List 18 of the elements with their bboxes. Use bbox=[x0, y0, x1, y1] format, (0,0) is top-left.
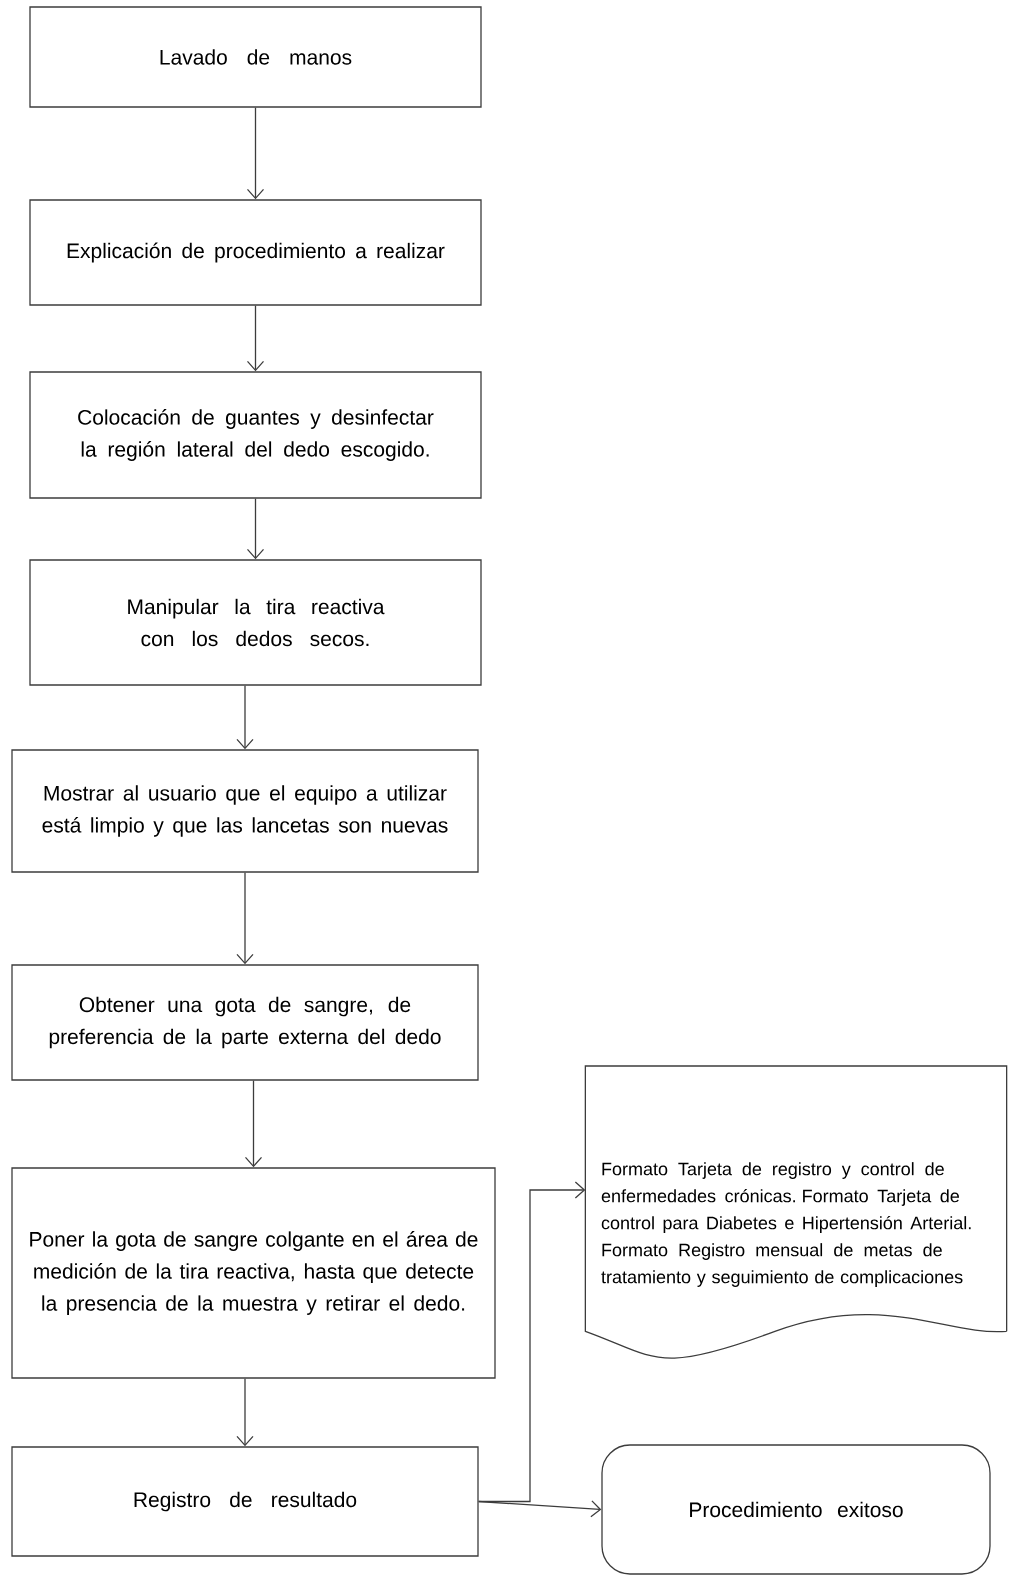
process-box: Colocación de guantes y desinfectar la región lateral del dedo escogido. bbox=[29, 371, 482, 499]
terminal-box: Procedimiento exitoso bbox=[601, 1444, 991, 1575]
process-box: Obtener una gota de sangre, de preferencia de la parte externa del dedo bbox=[11, 964, 479, 1081]
arrow bbox=[478, 1500, 602, 1518]
arrow bbox=[246, 107, 265, 200]
document-shape: Formato Tarjeta de registro y control de enfermedades crónicas. Formato Tarjeta de control para Diabetes e Hipertensión Arterial. Formato Registro mensual de metas de tratamiento y seguimiento de complicaciones bbox=[584, 1065, 1008, 1359]
arrow bbox=[246, 498, 265, 560]
process-box: Registro de resultado bbox=[11, 1446, 479, 1557]
arrow bbox=[244, 1080, 263, 1168]
process-box: Manipular la tira reactiva con los dedos secos. bbox=[29, 559, 482, 686]
process-box: Mostrar al usuario que el equipo a utilizar está limpio y que las lancetas son nuevas bbox=[11, 749, 479, 873]
process-box: Explicación de procedimiento a realizar bbox=[29, 199, 482, 306]
arrow bbox=[236, 872, 254, 965]
arrow bbox=[246, 305, 265, 372]
process-box: Poner la gota de sangre colgante en el área de medición de la tira reactiva, hasta que detecte la presencia de la muestra y retirar el dedo. bbox=[11, 1167, 496, 1379]
arrow bbox=[236, 1378, 254, 1447]
arrow bbox=[236, 685, 254, 750]
process-box: Lavado de manos bbox=[29, 6, 482, 108]
